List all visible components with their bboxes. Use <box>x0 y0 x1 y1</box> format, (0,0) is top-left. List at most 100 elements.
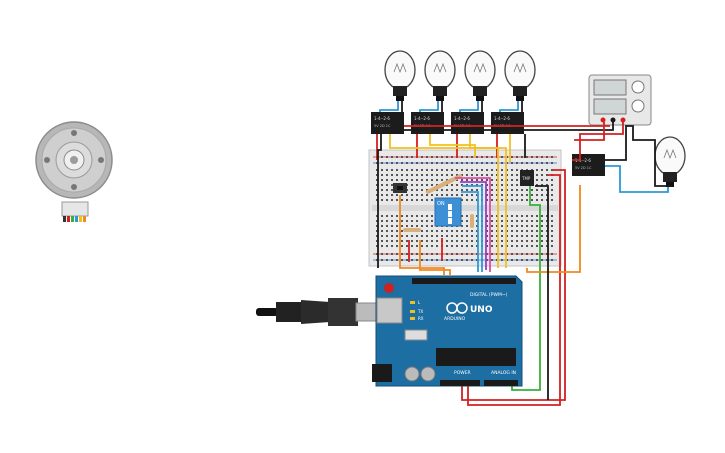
breadboard-hole <box>456 162 458 164</box>
relay-1[interactable]: 1-4--2-6 5V 2D 1C <box>371 112 404 134</box>
breadboard-hole <box>491 215 493 217</box>
breadboard-hole <box>496 215 498 217</box>
breadboard-hole <box>436 162 438 164</box>
breadboard-hole <box>396 259 398 261</box>
breadboard-hole <box>406 194 408 196</box>
breadboard-hole <box>456 174 458 176</box>
breadboard-hole <box>546 174 548 176</box>
relay-5[interactable]: 1-4--2-6 5V 2D 1C <box>572 154 605 176</box>
breadboard-hole <box>541 184 543 186</box>
breadboard-hole <box>471 194 473 196</box>
breadboard-hole <box>526 230 528 232</box>
breadboard-hole <box>471 230 473 232</box>
breadboard-hole <box>421 174 423 176</box>
breadboard-hole <box>431 220 433 222</box>
breadboard-hole <box>546 179 548 181</box>
breadboard-hole <box>416 220 418 222</box>
light-bulb-1[interactable] <box>384 50 416 101</box>
breadboard-hole <box>381 162 383 164</box>
breadboard-hole <box>421 156 423 158</box>
breadboard-hole <box>386 194 388 196</box>
breadboard-hole <box>461 156 463 158</box>
breadboard-hole <box>411 169 413 171</box>
breadboard-hole <box>541 194 543 196</box>
light-bulb-3[interactable] <box>464 50 496 101</box>
breadboard-hole <box>496 245 498 247</box>
breadboard-hole <box>511 184 513 186</box>
breadboard-hole <box>401 235 403 237</box>
breadboard-hole <box>446 259 448 261</box>
breadboard-hole <box>411 245 413 247</box>
breadboard-hole <box>381 220 383 222</box>
breadboard-hole <box>541 169 543 171</box>
breadboard-hole <box>481 174 483 176</box>
dip-switch[interactable]: ON <box>434 197 462 227</box>
breadboard-hole <box>401 179 403 181</box>
breadboard-hole <box>446 194 448 196</box>
breadboard-hole <box>406 245 408 247</box>
breadboard-hole <box>506 215 508 217</box>
arduino-uno[interactable]: DIGITAL (PWM~) UNO ARDUINO L TX RX POWER… <box>372 275 523 387</box>
breadboard-hole <box>541 259 543 261</box>
breadboard-hole <box>431 179 433 181</box>
breadboard-hole <box>421 225 423 227</box>
breadboard-hole <box>551 235 553 237</box>
breadboard-hole <box>471 179 473 181</box>
breadboard-hole <box>546 230 548 232</box>
breadboard-hole <box>391 240 393 242</box>
breadboard-hole <box>501 235 503 237</box>
breadboard-hole <box>486 174 488 176</box>
light-bulb-5[interactable] <box>654 136 686 187</box>
breadboard-hole <box>466 179 468 181</box>
breadboard-hole <box>501 259 503 261</box>
breadboard-hole <box>421 184 423 186</box>
dc-motor[interactable] <box>35 121 113 222</box>
breadboard-hole <box>451 156 453 158</box>
breadboard-hole <box>386 162 388 164</box>
breadboard-hole <box>476 230 478 232</box>
breadboard-hole <box>536 189 538 191</box>
light-bulb-2[interactable] <box>424 50 456 101</box>
breadboard-hole <box>536 245 538 247</box>
breadboard-hole <box>526 225 528 227</box>
breadboard-hole <box>441 194 443 196</box>
breadboard-hole <box>466 162 468 164</box>
breadboard-hole <box>531 220 533 222</box>
breadboard-hole <box>511 174 513 176</box>
breadboard-hole <box>431 225 433 227</box>
temp-sensor[interactable]: TMP <box>520 170 534 186</box>
breadboard[interactable] <box>368 149 562 267</box>
breadboard-hole <box>511 240 513 242</box>
power-supply[interactable] <box>588 74 652 126</box>
breadboard-hole <box>411 156 413 158</box>
breadboard-hole <box>536 156 538 158</box>
breadboard-hole <box>461 162 463 164</box>
breadboard-hole <box>406 179 408 181</box>
breadboard-hole <box>391 174 393 176</box>
breadboard-hole <box>376 184 378 186</box>
breadboard-hole <box>496 194 498 196</box>
breadboard-hole <box>506 184 508 186</box>
breadboard-hole <box>516 199 518 201</box>
breadboard-hole <box>406 240 408 242</box>
breadboard-hole <box>496 220 498 222</box>
breadboard-hole <box>516 179 518 181</box>
breadboard-hole <box>426 215 428 217</box>
breadboard-hole <box>476 174 478 176</box>
breadboard-hole <box>396 253 398 255</box>
breadboard-hole <box>431 240 433 242</box>
breadboard-hole <box>396 230 398 232</box>
breadboard-hole <box>491 162 493 164</box>
breadboard-hole <box>391 235 393 237</box>
breadboard-hole <box>506 235 508 237</box>
breadboard-hole <box>396 156 398 158</box>
breadboard-hole <box>506 169 508 171</box>
push-button[interactable] <box>393 183 407 193</box>
light-bulb-4[interactable] <box>504 50 536 101</box>
breadboard-hole <box>551 162 553 164</box>
breadboard-hole <box>551 194 553 196</box>
breadboard-hole <box>471 235 473 237</box>
breadboard-hole <box>406 156 408 158</box>
breadboard-hole <box>461 225 463 227</box>
breadboard-hole <box>376 179 378 181</box>
